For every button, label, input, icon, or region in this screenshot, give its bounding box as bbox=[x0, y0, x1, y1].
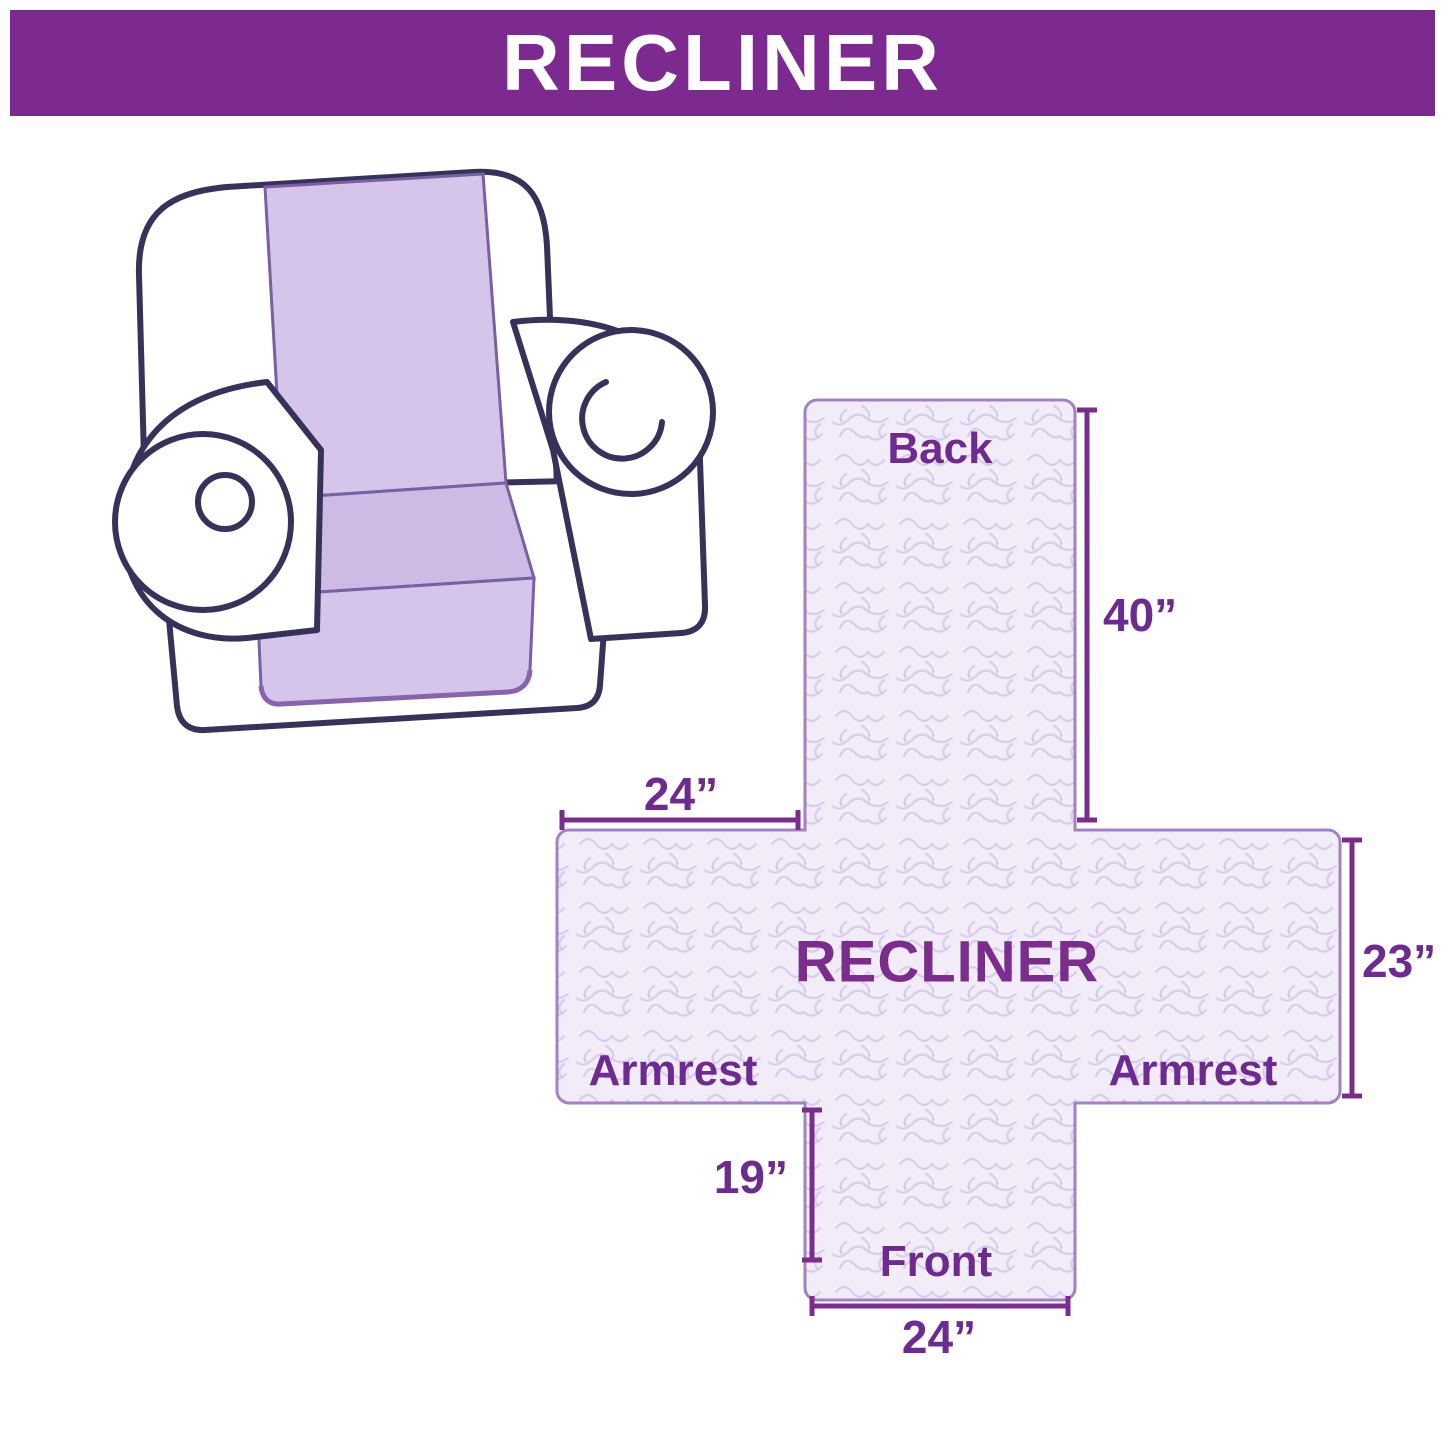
front-width-dimension: 24” bbox=[901, 1311, 977, 1363]
front-section-label: Front bbox=[879, 1237, 993, 1286]
cover-cross-shape bbox=[555, 398, 1342, 1302]
chair-right-arm-swirl bbox=[579, 379, 665, 462]
dimension-line-front-flap-height bbox=[802, 1107, 822, 1263]
cover-center-label: RECLINER bbox=[794, 929, 1100, 995]
back-section-label: Back bbox=[887, 424, 993, 473]
dimension-line-back-height bbox=[1077, 407, 1097, 823]
armrest-right-label: Armrest bbox=[1108, 1046, 1278, 1095]
page-title: RECLINER bbox=[502, 18, 943, 107]
dimension-line-side-height bbox=[1342, 837, 1362, 1099]
side-height-dimension: 23” bbox=[1362, 935, 1437, 987]
cover-drape-hem bbox=[258, 669, 533, 707]
chair-drawing bbox=[112, 168, 716, 734]
front-flap-height-dimension: 19” bbox=[713, 1151, 788, 1203]
armrest-left-label: Armrest bbox=[588, 1046, 758, 1095]
dimension-line-armrest-top-width bbox=[559, 810, 801, 830]
chair-left-arm-swirl bbox=[195, 472, 255, 532]
armrest-top-width-dimension: 24” bbox=[643, 768, 719, 820]
back-height-dimension: 40” bbox=[1103, 589, 1178, 641]
recliner-chair-illustration bbox=[85, 150, 755, 780]
chair-right-arm-roll bbox=[546, 327, 716, 497]
dimension-line-front-width bbox=[809, 1296, 1071, 1316]
header-banner: RECLINER bbox=[10, 10, 1435, 116]
